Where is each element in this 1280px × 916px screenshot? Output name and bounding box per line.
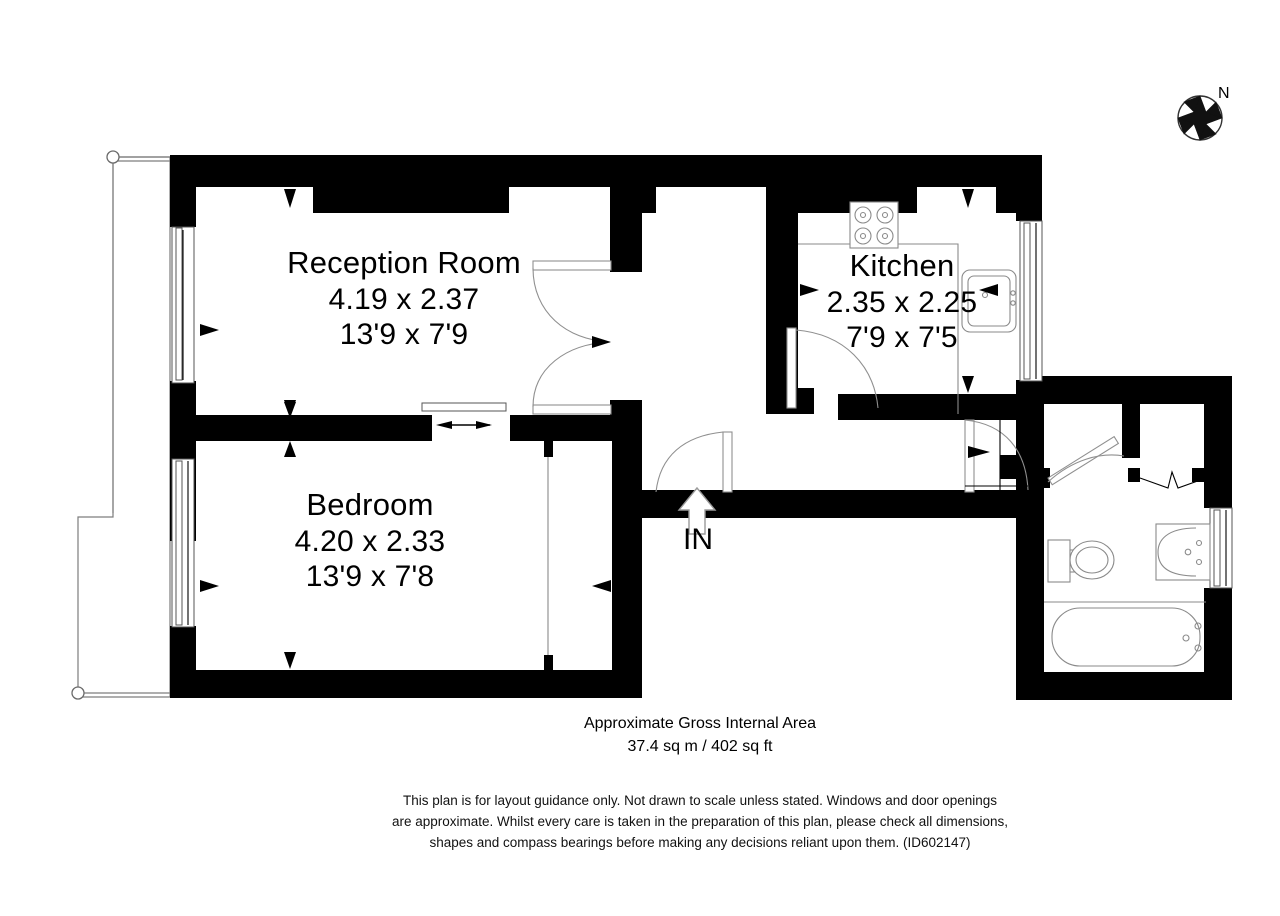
balcony-hatch-area: [71, 150, 171, 700]
room-dim-imperial-kitchen: 7'9 x 7'5: [846, 320, 958, 354]
area-value: 37.4 sq m / 402 sq ft: [627, 738, 773, 756]
windows: [171, 220, 1233, 628]
dimension-ticks: [200, 189, 998, 669]
room-name-kitchen: Kitchen: [849, 248, 955, 283]
compass-rose-icon: [1177, 95, 1223, 141]
toilet-icon: [1047, 539, 1115, 583]
room-label-kitchen: Kitchen 2.35 x 2.25 7'9 x 7'5: [772, 248, 1032, 355]
room-name-reception: Reception Room: [287, 245, 521, 280]
room-label-reception: Reception Room 4.19 x 2.37 13'9 x 7'9: [170, 245, 638, 352]
entrance-label: IN: [683, 523, 713, 556]
room-label-bedroom: Bedroom 4.20 x 2.33 13'9 x 7'8: [170, 487, 570, 594]
basin-icon: [1155, 523, 1211, 581]
bedroom-wardrobe: [544, 441, 553, 671]
room-dim-imperial-reception: 13'9 x 7'9: [339, 317, 469, 351]
bathtub-icon: [1044, 601, 1206, 667]
room-dim-imperial-bedroom: 13'9 x 7'8: [305, 559, 435, 593]
balcony-corner-marker: [71, 686, 85, 700]
balcony-corner-marker: [106, 150, 120, 164]
entrance-arrow-icon: [677, 486, 717, 535]
disclaimer: This plan is for layout guidance only. N…: [290, 791, 1110, 854]
area-heading: Approximate Gross Internal Area: [583, 715, 817, 732]
disclaimer-line-3: shapes and compass bearings before makin…: [429, 834, 971, 850]
disclaimer-line-1: This plan is for layout guidance only. N…: [402, 793, 998, 808]
room-name-bedroom: Bedroom: [306, 487, 434, 522]
gross-internal-area: Approximate Gross Internal Area 37.4 sq …: [340, 712, 1060, 758]
disclaimer-line-2: are approximate. Whilst every care is ta…: [391, 813, 1009, 829]
room-dim-metric-reception: 4.19 x 2.37: [328, 282, 480, 316]
bathroom-fixtures: [1044, 523, 1211, 667]
room-dim-metric-kitchen: 2.35 x 2.25: [826, 285, 978, 319]
compass-north-label: N: [1218, 85, 1230, 102]
kitchen-fixtures: [798, 201, 1017, 414]
hob-icon: [849, 201, 899, 249]
sink-icon: [961, 269, 1017, 333]
room-dim-metric-bedroom: 4.20 x 2.33: [294, 524, 446, 558]
